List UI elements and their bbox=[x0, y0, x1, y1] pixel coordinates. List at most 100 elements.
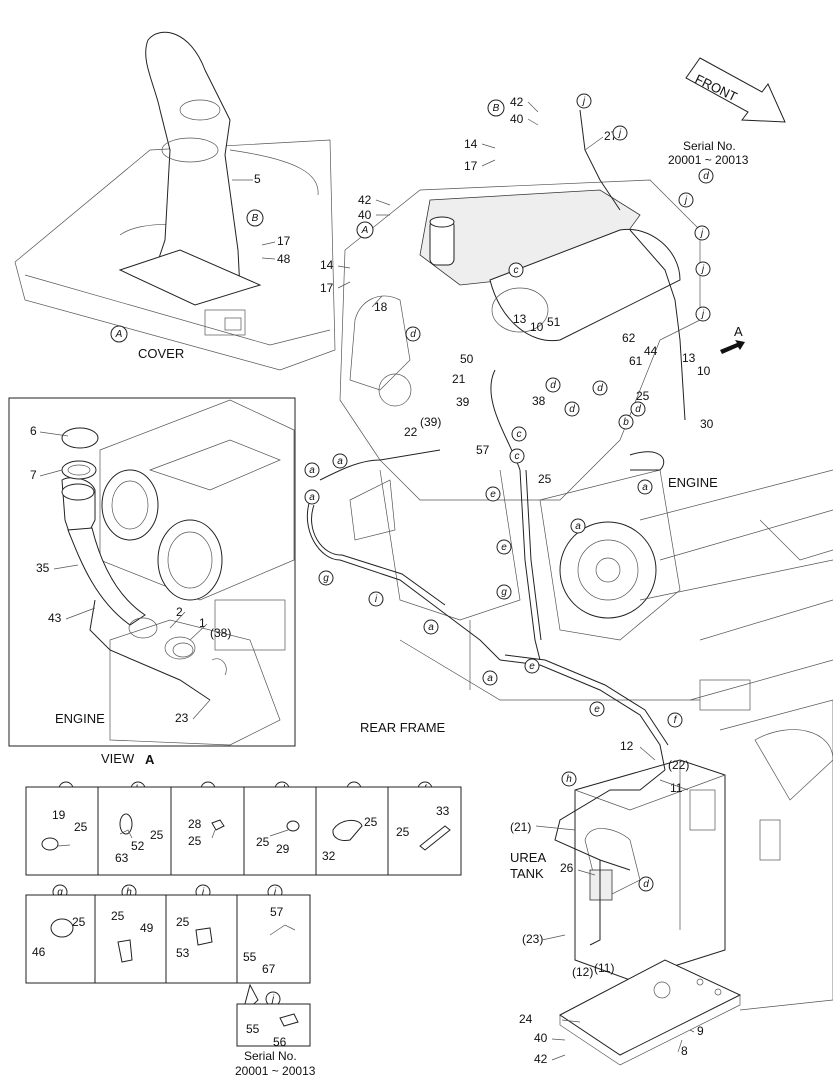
letter-circle bbox=[667, 712, 683, 728]
legend-a-25: 25 bbox=[74, 820, 88, 834]
letter-circle bbox=[678, 192, 694, 208]
urea-tank bbox=[559, 759, 742, 1066]
letter-circle bbox=[524, 658, 540, 674]
callout: (11) bbox=[594, 961, 614, 975]
letter-text: j bbox=[699, 228, 704, 239]
letter-circle bbox=[695, 261, 711, 277]
letter-marker-a: a bbox=[637, 479, 653, 495]
legend-g-46: 46 bbox=[32, 945, 46, 959]
cover-label: COVER bbox=[138, 346, 184, 361]
legend-j-55: 55 bbox=[243, 950, 257, 964]
letter-marker-e: e bbox=[524, 658, 540, 674]
letter-circle bbox=[304, 489, 320, 505]
callout: 6 bbox=[30, 424, 37, 438]
legend-sj-56: 56 bbox=[273, 1035, 287, 1049]
letter-marker-b: b bbox=[618, 414, 634, 430]
letter-circle bbox=[318, 570, 334, 586]
callout: 42 bbox=[534, 1052, 548, 1066]
letter-circle bbox=[618, 414, 634, 430]
letter-circle bbox=[695, 306, 711, 322]
letter-marker-j: j bbox=[695, 261, 711, 277]
callout: 26 bbox=[560, 861, 574, 875]
callout: 25 bbox=[538, 472, 552, 486]
view-a-inset bbox=[8, 397, 296, 747]
legend-e-25: 25 bbox=[364, 815, 378, 829]
letter-text: f bbox=[674, 715, 678, 726]
letter-marker-g: g bbox=[318, 570, 334, 586]
letter-marker-h: h bbox=[561, 771, 577, 787]
view-letter: A bbox=[145, 752, 155, 767]
letter-marker-a: a bbox=[304, 462, 320, 478]
letter-text: c bbox=[514, 265, 519, 276]
letter-circle bbox=[612, 125, 628, 141]
letter-text: d bbox=[635, 404, 641, 415]
letter-marker-j: j bbox=[695, 306, 711, 322]
callout: 21 bbox=[452, 372, 466, 386]
urea-label-1: UREA bbox=[510, 850, 546, 865]
callout: 10 bbox=[530, 320, 544, 334]
letter-text: e bbox=[490, 489, 496, 500]
letter-text: a bbox=[309, 465, 315, 476]
letter-text: e bbox=[529, 661, 535, 672]
legend-d-29: 29 bbox=[276, 842, 290, 856]
callout: 10 bbox=[697, 364, 711, 378]
legend-row-2 bbox=[25, 894, 311, 984]
letter-marker-j: j bbox=[678, 192, 694, 208]
letter-text: b bbox=[623, 417, 629, 428]
letter-circle bbox=[110, 325, 128, 343]
letter-marker-A: A bbox=[110, 325, 128, 343]
letter-text: c bbox=[515, 451, 520, 462]
letter-text: h bbox=[126, 887, 132, 898]
letter-marker-j: j bbox=[612, 125, 628, 141]
letter-circle bbox=[332, 453, 348, 469]
callout: 42 bbox=[510, 95, 524, 109]
legend-b-25: 25 bbox=[150, 828, 164, 842]
letter-text: c bbox=[517, 429, 522, 440]
letter-text: d bbox=[703, 171, 709, 182]
letter-text: e bbox=[501, 542, 507, 553]
legend-h-25: 25 bbox=[111, 909, 125, 923]
letter-circle bbox=[487, 99, 505, 117]
letter-text: d bbox=[597, 383, 603, 394]
callout: 23 bbox=[175, 711, 189, 725]
letter-circle bbox=[564, 401, 580, 417]
letter-text: i bbox=[375, 594, 378, 605]
legend-serial-j: Serial No. 20001 ~ 20013 bbox=[235, 983, 316, 1078]
engine-view-label: ENGINE bbox=[55, 711, 105, 726]
letter-text: a bbox=[337, 456, 343, 467]
letter-marker-a: a bbox=[332, 453, 348, 469]
letter-text: g bbox=[501, 587, 507, 598]
callout: 24 bbox=[519, 1012, 533, 1026]
callout: 40 bbox=[534, 1031, 548, 1045]
callout: 17 bbox=[320, 281, 334, 295]
letter-text: g bbox=[57, 887, 63, 898]
callout: 61 bbox=[629, 354, 643, 368]
letter-text: B bbox=[493, 103, 500, 114]
letter-circle bbox=[368, 591, 384, 607]
letter-marker-d: d bbox=[638, 876, 654, 892]
letter-text: i bbox=[202, 887, 205, 898]
letter-marker-j: j bbox=[576, 93, 592, 109]
callout: (39) bbox=[420, 415, 441, 429]
letter-marker-d: d bbox=[545, 377, 561, 393]
front-arrow: FRONT bbox=[685, 57, 786, 123]
letter-text: j bbox=[272, 887, 277, 898]
callout: 14 bbox=[320, 258, 334, 272]
arrow-a: A bbox=[720, 324, 745, 354]
callout: 38 bbox=[532, 394, 546, 408]
letter-circle bbox=[638, 876, 654, 892]
letter-text: j bbox=[617, 128, 622, 139]
letter-marker-d: d bbox=[405, 326, 421, 342]
letter-text: j bbox=[700, 264, 705, 275]
letter-text: A bbox=[361, 225, 369, 236]
legend-b-52: 52 bbox=[131, 839, 145, 853]
letter-text: B bbox=[252, 213, 259, 224]
letter-marker-a: a bbox=[482, 670, 498, 686]
callout: 25 bbox=[636, 389, 650, 403]
legend-h-49: 49 bbox=[140, 921, 154, 935]
leader-lines bbox=[39, 101, 695, 1061]
letter-marker-c: c bbox=[508, 262, 524, 278]
legend-i-25: 25 bbox=[176, 915, 190, 929]
letter-circle bbox=[423, 619, 439, 635]
legend-f-33: 33 bbox=[436, 804, 450, 818]
